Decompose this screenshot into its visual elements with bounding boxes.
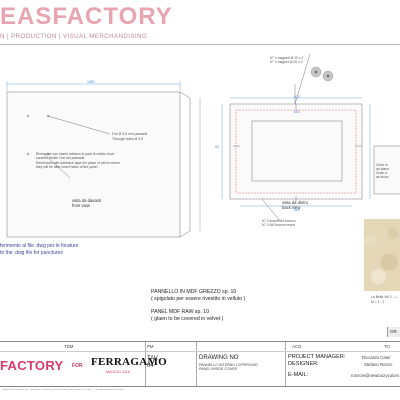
pm-label: PROJECT MANAGER: (288, 354, 346, 360)
technical-drawing (6, 53, 400, 238)
tav-value: 04 (147, 363, 154, 369)
glue-note-line-4: they will be after insert holes of the p… (36, 165, 98, 169)
dwg-note-line-2: to the .dwg file for punctures (0, 250, 63, 256)
email-value: ronzoni@newcrazycolors (351, 373, 400, 378)
front-view-label-en: front view (72, 203, 90, 208)
back-view-label-en: back view (282, 205, 301, 210)
company-logo: EASFACTORY (0, 3, 173, 30)
holes-note-it: Fori Ø 3,5 mm passanti (112, 132, 148, 136)
company-tagline: N | PRODUCTION | VISUAL MERCHANDISING (0, 33, 148, 40)
magnets-bottom-line-2: N° 4 M4 bronze insert (262, 223, 295, 227)
sample-caption-1: La Bella Vol.2 – I (371, 295, 397, 299)
glue-note-line-1: Rinforzare con cianfo adesivo le parti d… (36, 152, 115, 156)
designer-label: DESIGNER: (288, 361, 319, 367)
tb-divider (196, 342, 197, 386)
right-note-line-2: ad piano (376, 167, 390, 171)
title-block: TDM PM ACG TO FACTORY FOR FERRAGAMO MAGG… (0, 341, 400, 387)
tb-divider (0, 351, 400, 352)
tb-label-tdm: TDM (64, 344, 74, 349)
tb-label-pm: PM (147, 344, 154, 349)
right-note-line-3: Grain a (376, 171, 388, 175)
brand-logo: FACTORY (0, 358, 64, 373)
glue-note-line-3: Reinforced with adhesive tape the place … (36, 161, 120, 165)
magnets-bottom-line-1: N° 4 inserti M4 bronzo (262, 219, 296, 223)
tb-divider (285, 342, 286, 386)
pm-name: Riccardo Cater (362, 355, 391, 360)
client-logo: FERRAGAMO (91, 356, 168, 368)
sample-caption-2: M = 1 : 1 (371, 300, 385, 304)
designer-name: Stefano Ronzo (364, 362, 393, 367)
magnets-top-line-2: N° 4 magnet Ø 10 x 2 (270, 60, 303, 64)
panel-spec-en-1: PANEL MDF RAW sp. 10 (151, 309, 210, 315)
front-dim-top: 1850 (87, 80, 95, 84)
email-label: E-MAIL: (288, 372, 309, 378)
right-note-line-1: Cinta m (376, 163, 388, 167)
client-date: MAGGIO 2016 (106, 370, 130, 374)
right-note-line-4: as show (376, 175, 389, 179)
panel-spec-it-1: PANNELLO IN MDF GREZZO sp. 10 (151, 289, 237, 295)
glue-note-line-2: saranno forate i fori dei passanti. (36, 156, 86, 160)
panel-spec-it-2: ( spigolato per essere rivestito in vell… (151, 296, 246, 302)
header-rule (0, 44, 400, 45)
back-dim-inner: 800 (294, 110, 300, 114)
front-view-label-it: vista da davanti (72, 198, 102, 203)
panel-spec-en-2: ( glaen to be covered in velvet ) (151, 316, 224, 322)
holes-note-en: Through holes Ø 3,5 (112, 137, 143, 141)
tb-label-to: TO (384, 344, 390, 349)
tb-label-acg: ACG (292, 344, 302, 349)
back-view-label-it: vista da dietro (282, 200, 309, 205)
magnets-top-line-1: N° 4 magneti Ø 10 x 2 (270, 56, 304, 60)
back-dim-left: 80 (215, 145, 219, 149)
drawing-desc-it: PANNELLO INTERNO COPERCHIO (199, 363, 258, 367)
velvet-sample-swatch (364, 219, 400, 291)
drawing-no-label: DRAWING NO (199, 355, 239, 361)
tav-label: TAV. (147, 356, 159, 362)
dwg-note-line-1: ferimento al file .dwg per le forature (0, 243, 79, 249)
magnet-icons (310, 66, 334, 82)
for-label: FOR (72, 363, 83, 369)
order-cell: OR (387, 327, 400, 337)
tb-divider (145, 342, 146, 386)
drawing-desc-en: PANEL INSIDE COVER (199, 367, 238, 371)
back-dim-bottom: 360 (294, 208, 300, 212)
back-dim-top: 920 (294, 95, 300, 99)
footer-disclaimer: LA PROPRIETÀ INTELLETTUALE DEL DISEGNO È… (2, 389, 124, 391)
